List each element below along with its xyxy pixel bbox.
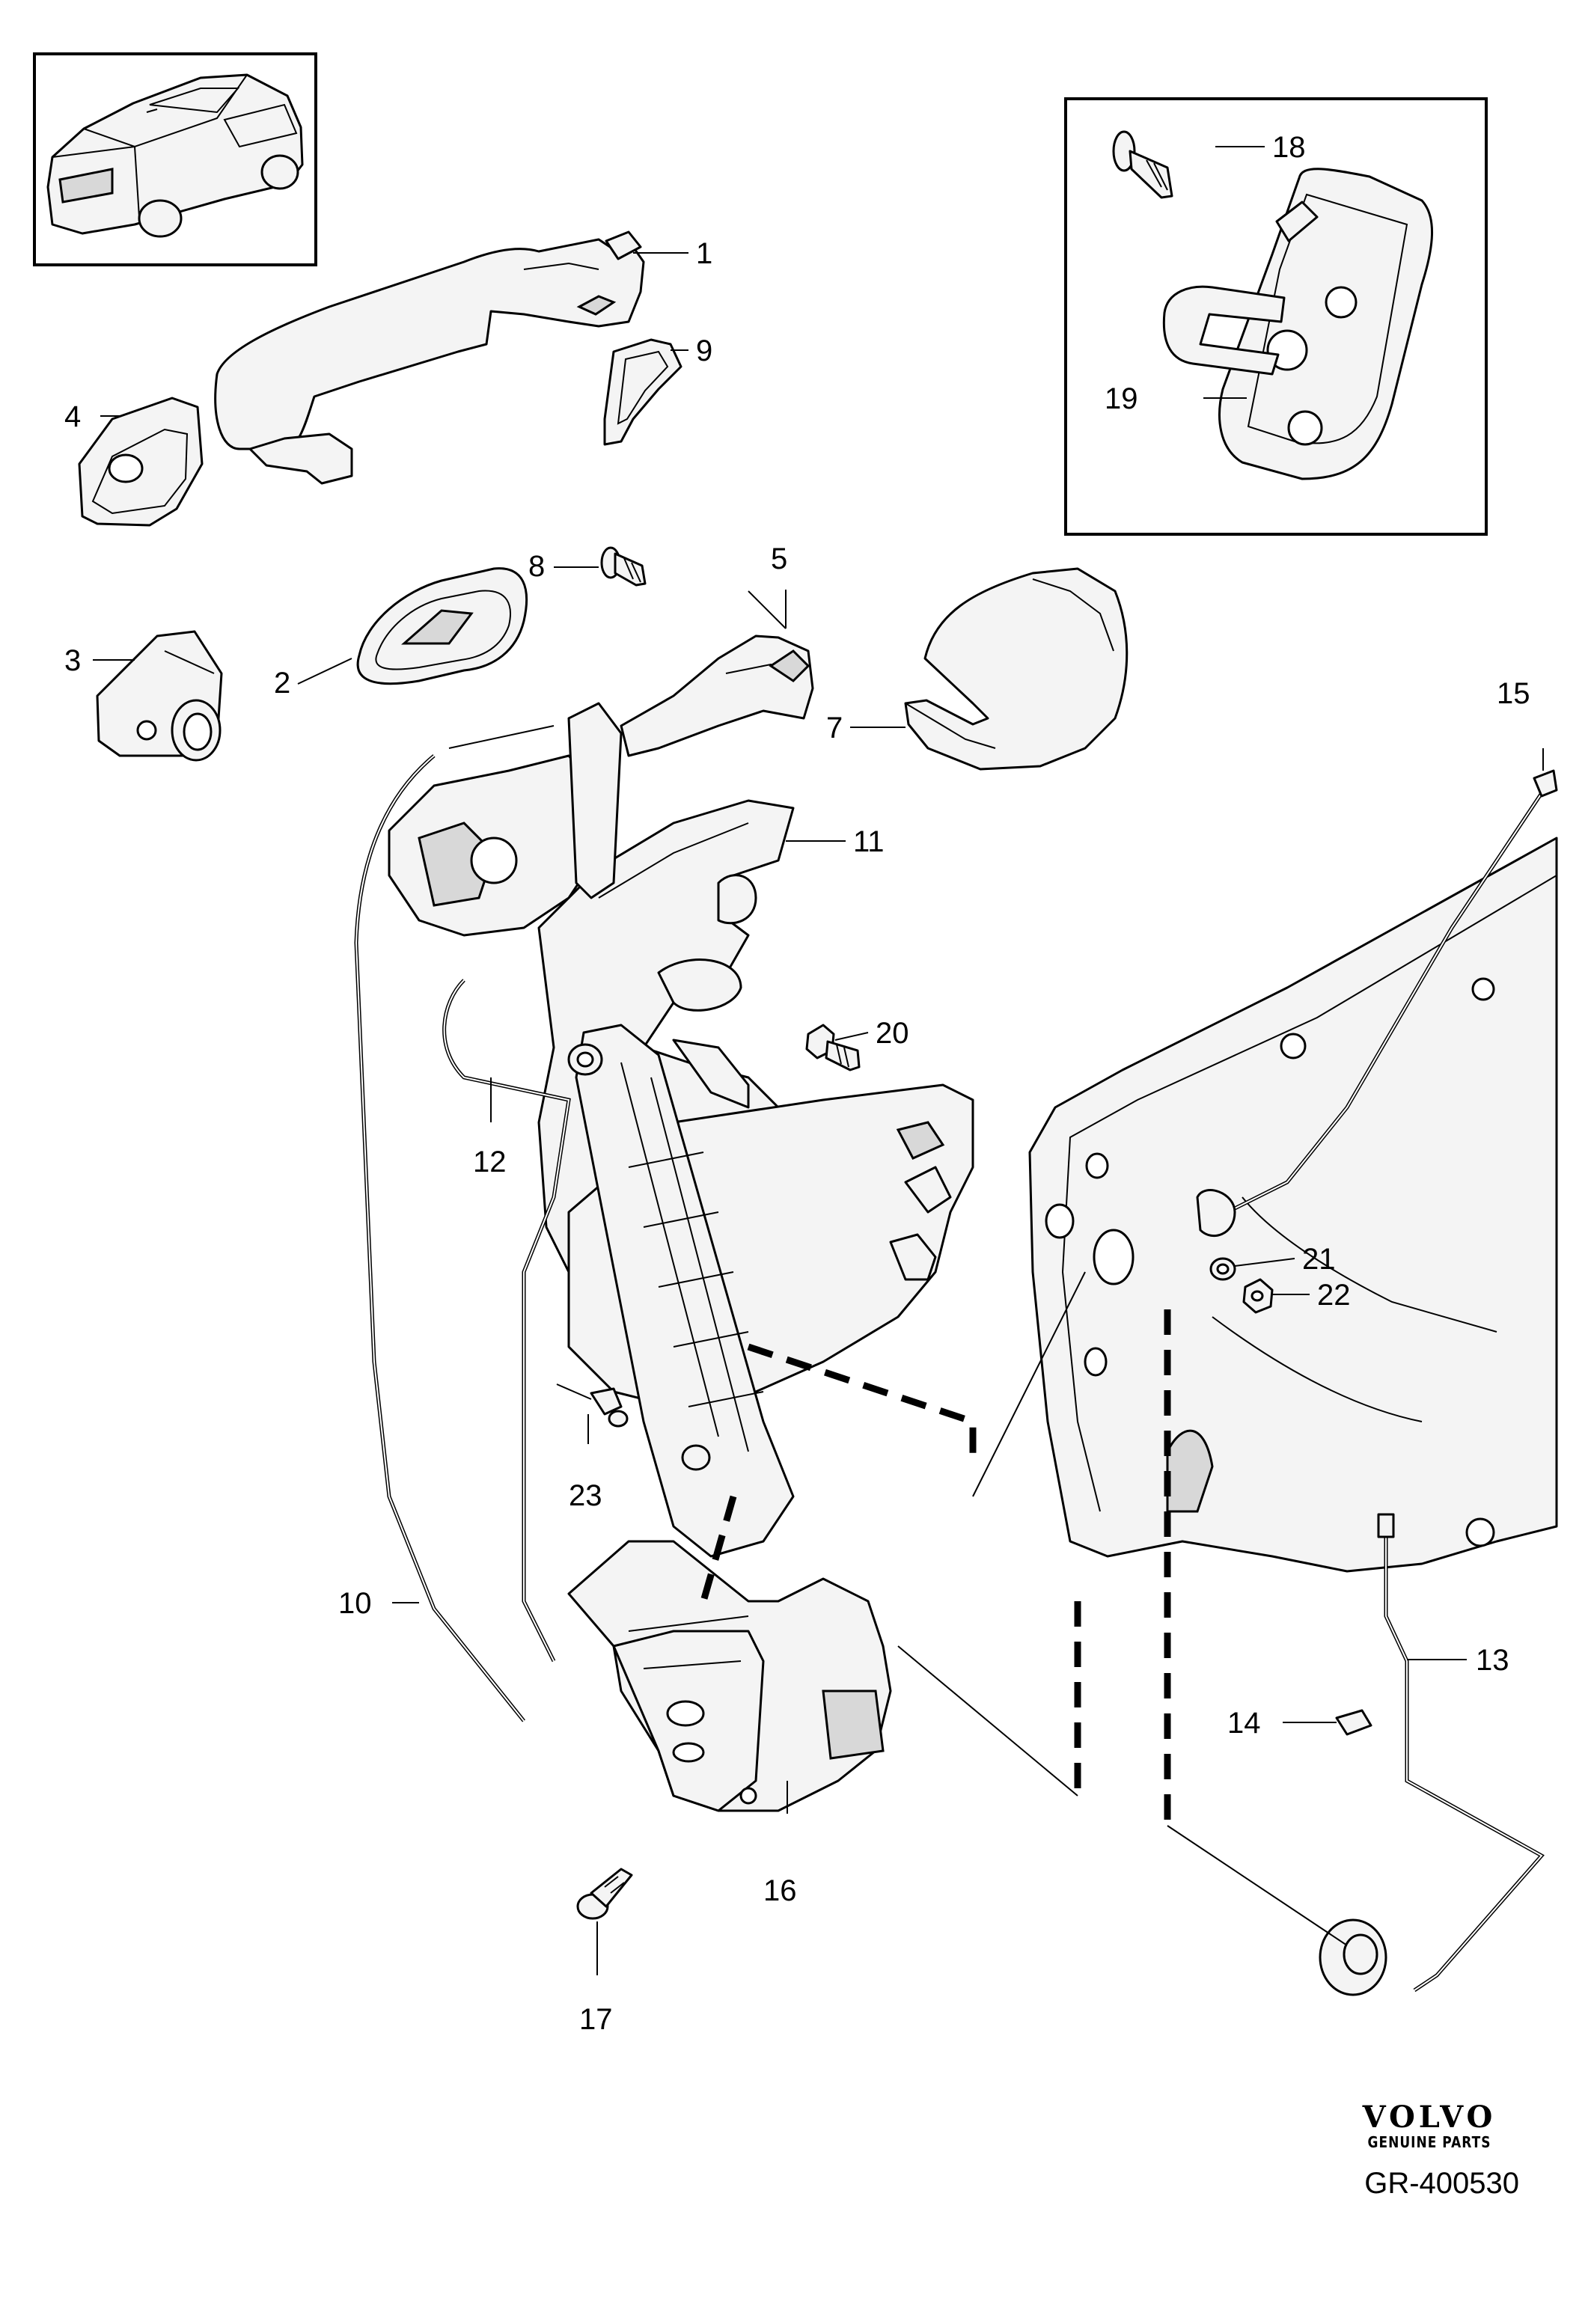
handle-lock-mechanism — [388, 702, 623, 937]
callout-7: 7 — [826, 712, 843, 744]
part-3-lock-cylinder-housing — [96, 630, 223, 762]
cylinder-cover-inset — [1064, 97, 1488, 536]
callout-13: 13 — [1476, 1644, 1509, 1677]
cables — [354, 754, 1558, 1722]
callout-17: 17 — [579, 2003, 613, 2036]
callout-20: 20 — [876, 1017, 909, 1050]
part-2-gasket — [356, 567, 528, 685]
part-1-handle-carrier — [214, 230, 645, 485]
part-5-handle-bracket — [620, 634, 814, 757]
callout-23: 23 — [569, 1479, 602, 1512]
callout-18: 18 — [1272, 131, 1306, 164]
callout-21: 21 — [1302, 1243, 1336, 1276]
callout-9: 9 — [696, 334, 712, 367]
car-thumbnail-inset — [33, 52, 317, 266]
part-9-gasket — [603, 338, 682, 446]
brand-logo: VOLVO GENUINE PARTS — [1340, 2100, 1519, 2153]
part-14-clip — [1335, 1709, 1372, 1736]
part-8-screw — [600, 546, 647, 587]
part-7-protective-cover — [904, 567, 1129, 771]
callout-12: 12 — [473, 1146, 507, 1178]
part-21-grommet — [1209, 1257, 1236, 1281]
bottom-grommet — [1319, 1918, 1387, 1996]
part-16-door-lock — [567, 1540, 892, 1812]
carrier-plate — [567, 1024, 974, 1558]
callout-3: 3 — [64, 644, 81, 677]
brand-name: VOLVO — [1362, 2100, 1497, 2135]
door-inner-panel — [1028, 837, 1558, 1573]
part-22-nut — [1242, 1278, 1274, 1314]
callout-8: 8 — [528, 550, 545, 583]
part-17-screw — [576, 1868, 633, 1920]
callout-10: 10 — [338, 1587, 372, 1620]
assembly-guide-lines — [700, 1271, 1348, 1946]
callout-4: 4 — [64, 400, 81, 433]
callout-1: 1 — [696, 237, 712, 270]
part-20-bolt — [805, 1024, 861, 1071]
part-4-cover-cap — [78, 397, 204, 527]
part-13-lock-rod — [1377, 1513, 1545, 1993]
callout-16: 16 — [763, 1874, 797, 1907]
callout-15: 15 — [1497, 677, 1530, 710]
callout-19: 19 — [1105, 382, 1138, 415]
diagram-reference-number: GR-400530 — [1364, 2167, 1519, 2200]
callout-22: 22 — [1317, 1279, 1351, 1312]
brand-tagline: GENUINE PARTS — [1367, 2134, 1491, 2152]
callout-2: 2 — [274, 667, 290, 700]
callout-11: 11 — [853, 825, 885, 858]
callout-leaders — [93, 146, 1544, 1975]
callout-14: 14 — [1227, 1707, 1261, 1740]
part-23-clip — [556, 1383, 629, 1428]
callout-labels: 1 2 3 4 5 7 8 9 10 11 12 13 14 15 16 17 … — [64, 131, 1530, 2036]
callout-5: 5 — [771, 542, 787, 575]
